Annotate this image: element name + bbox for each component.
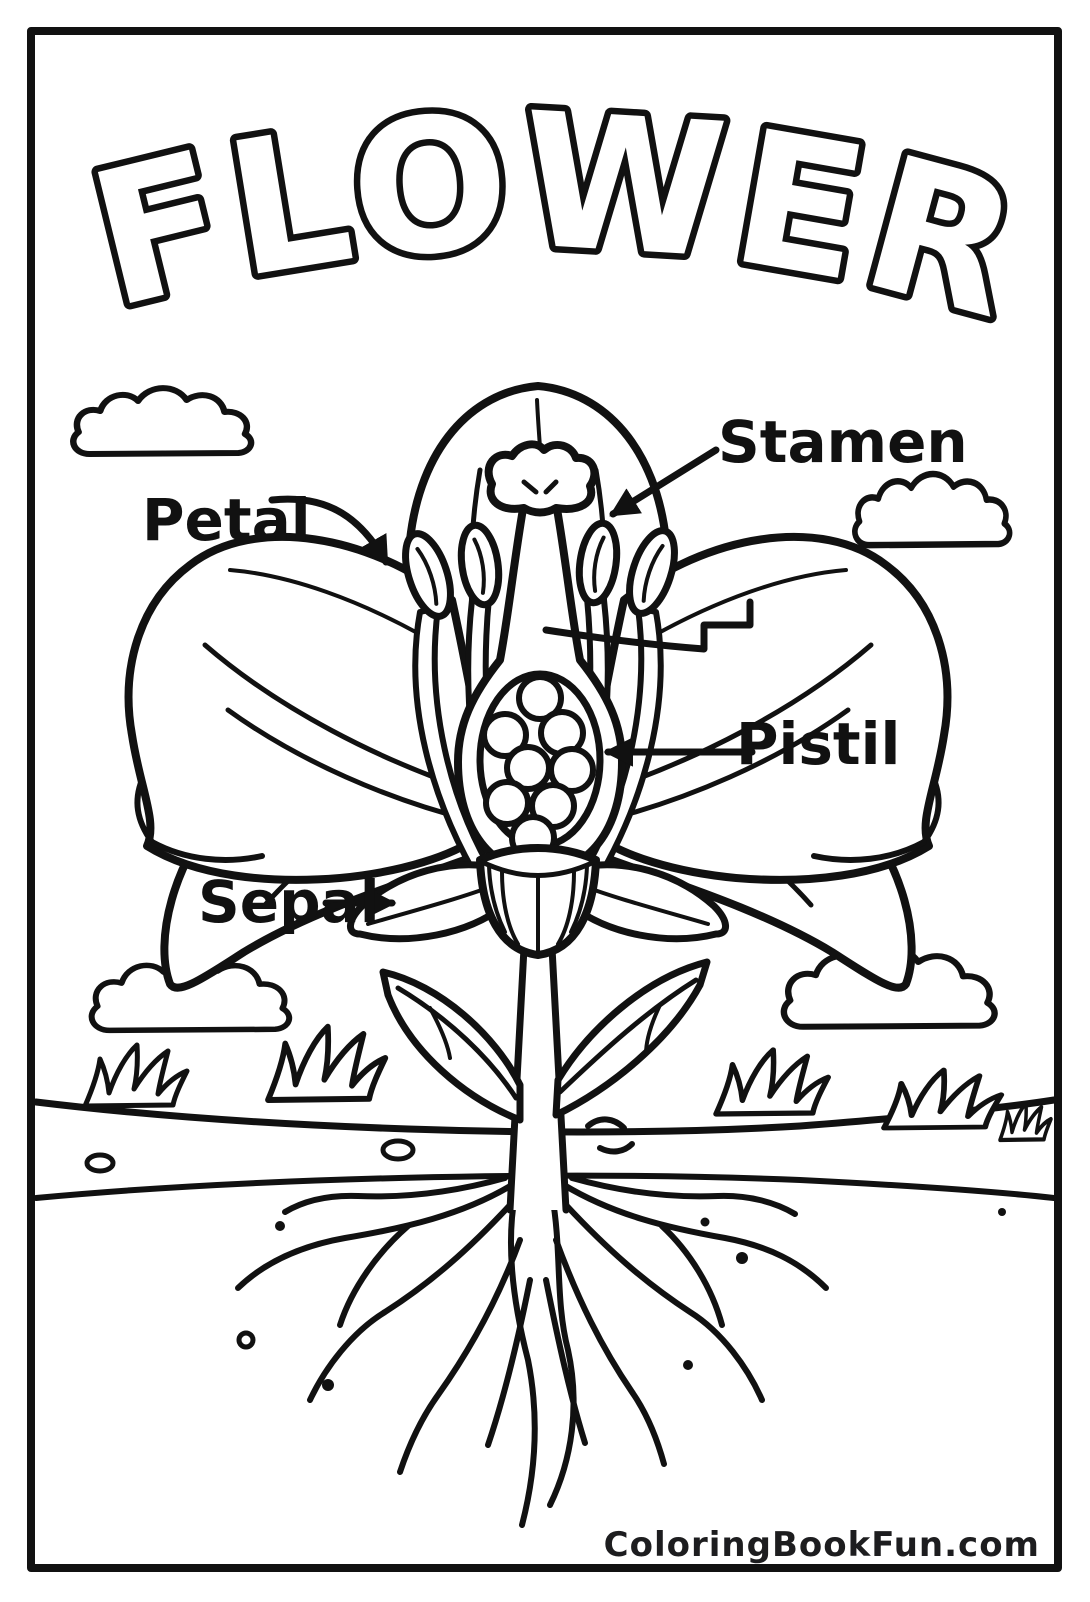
roots: [235, 1175, 829, 1528]
stem-and-leaves: [379, 944, 711, 1214]
stamen-anther: [457, 521, 503, 609]
stamen-anther: [575, 519, 621, 607]
grass-tuft-icon: [85, 1045, 187, 1106]
page-title-text: FLOWER: [66, 66, 1045, 368]
petal-label: Petal: [142, 486, 311, 554]
ground-line-back: [33, 1172, 1057, 1201]
stigma: [484, 440, 599, 517]
sepals-and-calyx: [347, 844, 729, 959]
leaf-left-vein: [395, 985, 519, 1101]
petal-upper-right-vein: [603, 707, 851, 823]
sepal-label: Sepal: [198, 868, 380, 936]
flower: [124, 382, 952, 992]
petal-upper-left-curl: [149, 839, 265, 863]
calyx-rim: [479, 859, 597, 878]
page-border-frame: [27, 27, 1062, 1572]
petal-upper-right-curl: [811, 839, 927, 863]
petal-upper-left-curl: [134, 777, 155, 845]
grass-tuft-icon: [716, 1050, 828, 1114]
pebble: [380, 1138, 416, 1162]
pistil-label: Pistil: [736, 710, 900, 778]
cloud-top-left-icon: [73, 388, 251, 454]
pebble: [84, 1152, 116, 1174]
petal-arrow: [268, 495, 390, 566]
sepal-right: [568, 861, 729, 943]
leaf-right-vein-small: [644, 1003, 662, 1056]
petal-upper-left-vein: [228, 568, 432, 642]
petal-upper-left-vein: [225, 707, 473, 823]
stamen-arrow: [609, 446, 720, 518]
sepal-left: [347, 861, 508, 943]
ovules: [481, 674, 596, 862]
ground-squiggle: [585, 1116, 627, 1131]
stamen-anther: [402, 530, 454, 620]
petal-upper-right-vein: [644, 568, 848, 642]
leader-arrows: [268, 446, 756, 918]
leaf-right-vein: [557, 977, 699, 1095]
leaf-left-vein-small: [428, 1006, 452, 1060]
grass-tuft-icon: [884, 1070, 1001, 1128]
watermark: ColoringBookFun.com: [604, 1525, 1040, 1565]
calyx-lines: [487, 864, 589, 954]
page-title: FLOWER: [73, 72, 1044, 361]
ground-squiggle: [597, 1141, 635, 1155]
petal-upper-right-curl: [921, 777, 942, 845]
pistil: [454, 440, 626, 876]
soil-dots: [236, 1208, 1006, 1391]
style-leader-line: [542, 598, 754, 653]
stamen-label: Stamen: [718, 408, 968, 476]
stamen-anther: [626, 527, 678, 617]
cloud-top-right-icon: [855, 474, 1010, 545]
stigma-marks: [521, 479, 559, 495]
grass-tuft-icon: [268, 1027, 385, 1100]
leaf-left: [379, 968, 524, 1124]
